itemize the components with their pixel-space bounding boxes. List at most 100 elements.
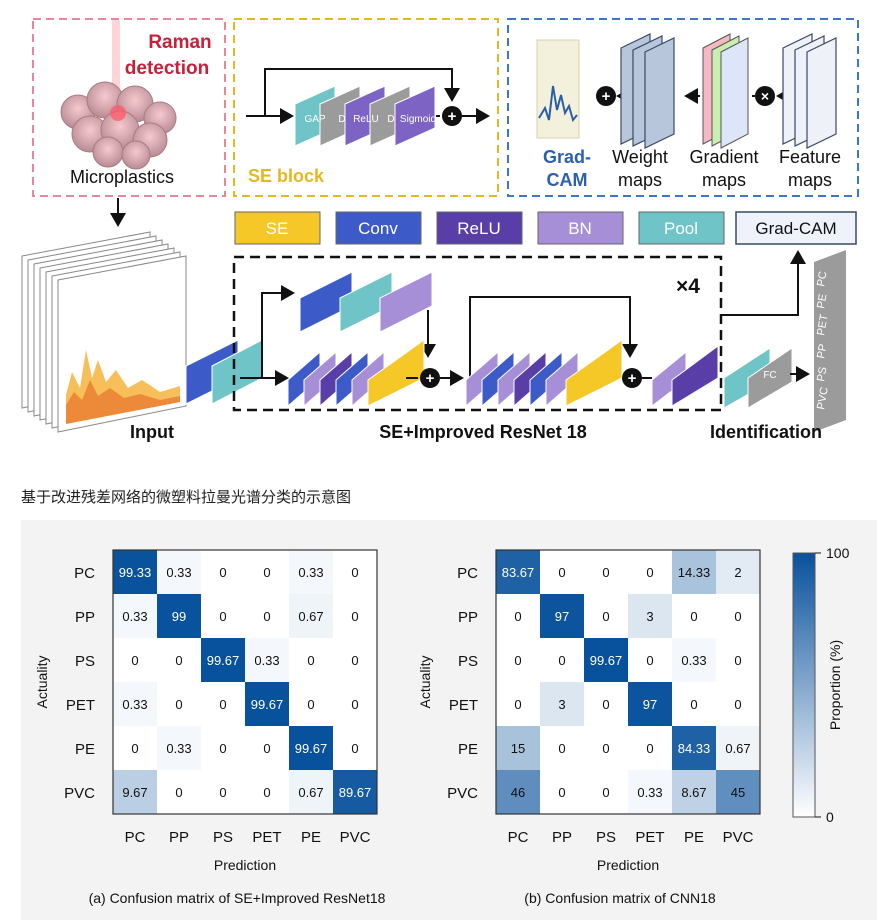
block2-layers: [465, 339, 623, 408]
input-spectra-stack: [21, 231, 187, 433]
matrix-cell: [245, 682, 289, 726]
matrix-cell: [540, 682, 584, 726]
cell-value-label: 0.33: [681, 653, 706, 668]
matrix-cell: [289, 726, 333, 770]
colorbar: 100 0 Proportion (%): [792, 545, 850, 825]
matrix-cell: [672, 726, 716, 770]
cell-value-label: 84.33: [678, 741, 711, 756]
matrix-cell: [289, 770, 333, 814]
microplastics-box: [32, 18, 226, 197]
x-tick-label: PP: [169, 829, 189, 846]
cell-value-label: 0: [646, 653, 653, 668]
class-label: PS: [815, 366, 829, 383]
x-tick-label: PVC: [340, 829, 371, 846]
matrix-cell: [157, 682, 201, 726]
cell-value-label: 0: [351, 565, 358, 580]
cell-value-label: 0: [690, 609, 697, 624]
cell-value-label: 0: [734, 653, 741, 668]
figure-caption: 基于改进残差网络的微塑料拉曼光谱分类的示意图: [21, 488, 352, 506]
stage-output-label: Identification: [710, 422, 822, 442]
se-layer-label-gap: GAP: [304, 114, 325, 125]
multiply-circle: [755, 86, 775, 106]
block1-layers: [287, 339, 425, 408]
cell-value-label: 0: [351, 741, 358, 756]
y-tick-label: PS: [458, 653, 478, 670]
matrix-cell: [540, 594, 584, 638]
matrix-cell: [628, 770, 672, 814]
cell-value-label: 0: [558, 653, 565, 668]
se-layer-sigmoid: [394, 85, 436, 147]
matrix-cell: [584, 638, 628, 682]
matrix-cell: [289, 594, 333, 638]
se-plus-sign: +: [448, 108, 457, 125]
cell-value-label: 0: [514, 697, 521, 712]
legend-relu: [436, 211, 523, 245]
cell-value-label: 0.33: [637, 785, 662, 800]
cell-value-label: 3: [558, 697, 565, 712]
matrix-cell: [628, 594, 672, 638]
feature-maps-line1: Feature: [779, 147, 841, 167]
cell-value-label: 0: [646, 741, 653, 756]
matrix-cell: [289, 682, 333, 726]
matrix-cell: [201, 770, 245, 814]
cell-value-label: 0: [131, 653, 138, 668]
stage-network-label: SE+Improved ResNet 18: [379, 422, 587, 442]
matrix-cell: [628, 550, 672, 594]
legend-conv-label: Conv: [358, 219, 398, 238]
x-tick-label: PET: [635, 829, 664, 846]
x-tick-label: PC: [125, 829, 146, 846]
matrix-cell: [333, 550, 377, 594]
raman-title-line2: detection: [125, 58, 209, 79]
matrix-cell: [157, 638, 201, 682]
gradient-maps-line2: maps: [702, 170, 746, 190]
y-axis-label: Actuality: [34, 656, 50, 709]
raman-laser-beam: [112, 20, 120, 116]
matrix-cell: [584, 726, 628, 770]
raman-title-line1: Raman: [148, 32, 211, 53]
matrix-cell: [201, 726, 245, 770]
class-label: PVC: [815, 386, 831, 410]
chart-title: (b) Confusion matrix of CNN18: [524, 890, 716, 906]
gradient-maps-stack: [702, 33, 749, 149]
cell-value-label: 0: [351, 653, 358, 668]
matrix-cell: [289, 638, 333, 682]
matrix-cell: [201, 594, 245, 638]
legend-gradcam-label: Grad-CAM: [755, 219, 836, 238]
y-tick-label: PS: [75, 653, 95, 670]
matrix-cell: [672, 594, 716, 638]
matrix-cell: [584, 594, 628, 638]
matrix-cell: [540, 550, 584, 594]
y-axis-label: Actuality: [417, 656, 433, 709]
gradient-maps-line1: Gradient: [689, 147, 758, 167]
cell-value-label: 9.67: [122, 785, 147, 800]
matrix-cell: [289, 550, 333, 594]
matrix-cell: [628, 638, 672, 682]
gradcam-plus-sign: +: [602, 88, 611, 105]
x-tick-label: PS: [213, 829, 233, 846]
matrix-cell: [496, 550, 540, 594]
cell-value-label: 0: [307, 653, 314, 668]
colorbar-title: Proportion (%): [827, 640, 843, 730]
matrix-cell: [672, 550, 716, 594]
cell-value-label: 99.67: [295, 741, 328, 756]
cell-value-label: 97: [555, 609, 569, 624]
x-tick-label: PS: [596, 829, 616, 846]
y-tick-label: PVC: [64, 785, 95, 802]
microplastics-particles: [60, 81, 177, 170]
gradcam-spectrum-line: [538, 85, 578, 123]
cell-value-label: 89.67: [339, 785, 372, 800]
cell-value-label: 0.33: [122, 697, 147, 712]
cell-value-label: 99.67: [207, 653, 240, 668]
matrix-cell: [333, 594, 377, 638]
cell-value-label: 99: [172, 609, 186, 624]
matrix-cell: [716, 726, 760, 770]
x-tick-label: PC: [508, 829, 529, 846]
cell-value-label: 0: [175, 697, 182, 712]
x-tick-label: PET: [252, 829, 281, 846]
block2-plus-circle: [622, 368, 642, 388]
cell-value-label: 0: [734, 697, 741, 712]
stage-input-label: Input: [130, 422, 174, 442]
cell-value-label: 0: [558, 785, 565, 800]
